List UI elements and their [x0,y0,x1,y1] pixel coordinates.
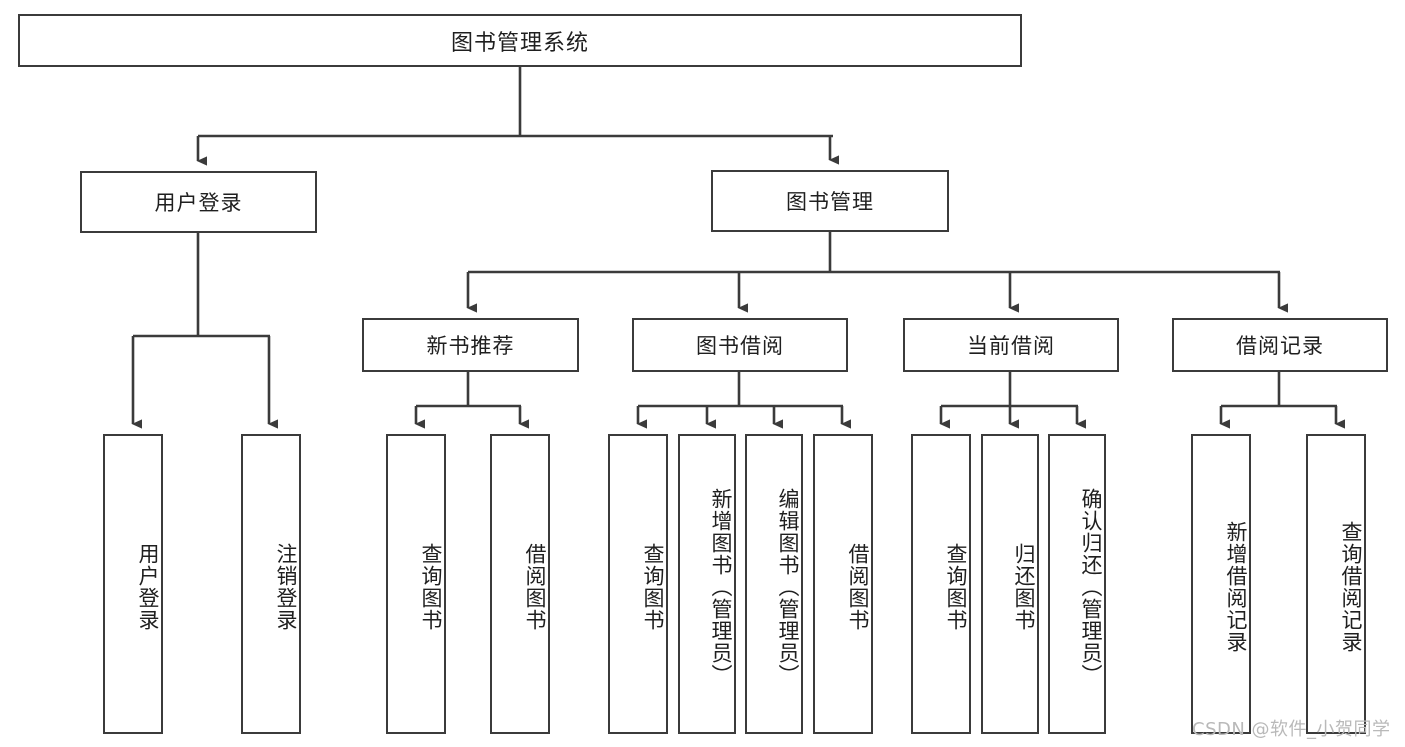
node-current-borrow[interactable]: 当前借阅 [903,318,1119,372]
node-user-login[interactable]: 用户登录 [80,171,317,233]
watermark-text: CSDN @软件_小贺同学 [1192,719,1391,740]
leaf-label: 新增图书（管理员） [709,488,733,686]
leaf-add-borrow-record[interactable]: 新增借阅记录 [1191,434,1251,734]
leaf-label: 注销登录 [274,543,298,631]
leaf-label: 归还图书 [1012,543,1036,631]
leaf-query-book-borrow[interactable]: 查询图书 [608,434,668,734]
leaf-label: 查询图书 [419,543,443,631]
leaf-query-borrow-record[interactable]: 查询借阅记录 [1306,434,1366,734]
leaf-query-book-current[interactable]: 查询图书 [911,434,971,734]
leaf-label: 查询图书 [641,543,665,631]
leaf-query-book-recommend[interactable]: 查询图书 [386,434,446,734]
leaf-borrow-book-recommend[interactable]: 借阅图书 [490,434,550,734]
node-book-borrow[interactable]: 图书借阅 [632,318,848,372]
leaf-label: 查询图书 [944,543,968,631]
leaf-confirm-return-admin[interactable]: 确认归还（管理员） [1048,434,1106,734]
leaf-add-book-admin[interactable]: 新增图书（管理员） [678,434,736,734]
leaf-return-book[interactable]: 归还图书 [981,434,1039,734]
node-book-management[interactable]: 图书管理 [711,170,949,232]
leaf-user-login[interactable]: 用户登录 [103,434,163,734]
leaf-borrow-book[interactable]: 借阅图书 [813,434,873,734]
node-new-book-recommend[interactable]: 新书推荐 [362,318,579,372]
leaf-logout[interactable]: 注销登录 [241,434,301,734]
node-borrow-record[interactable]: 借阅记录 [1172,318,1388,372]
leaf-label: 用户登录 [136,543,160,631]
leaf-label: 编辑图书（管理员） [776,488,800,686]
leaf-label: 新增借阅记录 [1224,521,1248,653]
leaf-edit-book-admin[interactable]: 编辑图书（管理员） [745,434,803,734]
node-root-system[interactable]: 图书管理系统 [18,14,1022,67]
leaf-label: 借阅图书 [846,543,870,631]
leaf-label: 确认归还（管理员） [1079,488,1103,686]
leaf-label: 查询借阅记录 [1339,521,1363,653]
leaf-label: 借阅图书 [523,543,547,631]
